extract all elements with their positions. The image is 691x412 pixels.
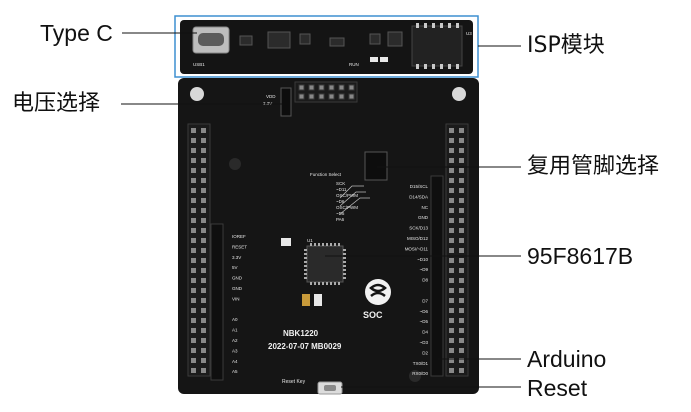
- board-date: 2022-07-07 MB0029: [268, 342, 342, 351]
- right-header-label: GND: [418, 215, 429, 220]
- arduino-right-socket: [430, 175, 444, 377]
- callout-arduino: Arduino: [527, 346, 607, 372]
- function-select-label: Function Select: [310, 172, 342, 177]
- run-label: RUN: [349, 62, 359, 67]
- main-board: [178, 78, 479, 394]
- right-header-label: RX0/D0: [412, 371, 428, 376]
- left-header-label: A4: [232, 359, 238, 364]
- callout-type-c: Type C: [40, 20, 113, 46]
- right-header-label: MOSI/~D11: [405, 246, 429, 251]
- right-header-label: ~D5: [420, 319, 429, 324]
- right-header-label: D7: [422, 298, 428, 303]
- mux-label: OSC/PWM: [336, 205, 358, 210]
- function-select-header: [364, 151, 388, 181]
- right-header-label: ~D10: [417, 257, 428, 262]
- mux-label: OSC/PWM: [336, 193, 358, 198]
- callout-voltage: 电压选择: [12, 91, 101, 116]
- right-header-label: ~D3: [420, 340, 429, 345]
- right-header-label: ~D9: [420, 267, 429, 272]
- right-header-label: MISO/D12: [407, 236, 429, 241]
- u3-label: U3: [466, 31, 472, 36]
- right-header-label: TX0/D1: [413, 361, 429, 366]
- left-header-label: A1: [232, 328, 238, 333]
- left-header-label: VIN: [232, 296, 240, 301]
- mux-label: ~D11: [336, 187, 347, 192]
- left-header-label: A0: [232, 317, 238, 322]
- left-header-label: 5V: [232, 265, 238, 270]
- board-name: NBK1220: [283, 329, 319, 338]
- callout-lines: [121, 32, 521, 388]
- u1-label: U1: [307, 238, 313, 243]
- left-header-label: IOREF: [232, 234, 246, 239]
- left-header-label: RESET: [232, 244, 247, 249]
- right-header-label: D8: [422, 278, 428, 283]
- right-header-label: D4: [422, 330, 428, 335]
- right-header-label: D15/SCL: [410, 184, 429, 189]
- vdd-label: VDD: [266, 94, 276, 99]
- right-header-label: SCK/D13: [409, 226, 428, 231]
- voltage-jumper: [280, 87, 292, 117]
- usb-label: USB1: [193, 62, 205, 67]
- left-header-label: A3: [232, 348, 238, 353]
- arduino-left-socket: [210, 223, 224, 381]
- left-header-label: A5: [232, 369, 238, 374]
- right-header-label: D2: [422, 350, 428, 355]
- isp-chip: [411, 25, 463, 67]
- right-header-label: ~D6: [420, 309, 429, 314]
- mux-label: ~D5: [336, 211, 345, 216]
- left-header-label: A2: [232, 338, 238, 343]
- mux-label: PA6: [336, 217, 345, 222]
- logo-text: SOC: [363, 310, 383, 320]
- left-header-label: GND: [232, 276, 243, 281]
- left-header-label: 3.3V: [232, 255, 241, 260]
- mux-label: SCK: [336, 181, 345, 186]
- callout-mcu: 95F8617B: [527, 243, 634, 269]
- callout-isp: ISP模块: [527, 33, 605, 58]
- right-header-label: D14/SDA: [409, 194, 428, 199]
- callout-reset: Reset: [527, 375, 588, 401]
- callout-pin-mux: 复用管脚选择: [527, 154, 660, 179]
- reset-key-label: Reset Key: [282, 379, 306, 385]
- mux-label: ~D6: [336, 199, 345, 204]
- mcu-chip: [306, 245, 344, 283]
- left-header-label: GND: [232, 286, 243, 291]
- right-header-label: NC: [422, 205, 429, 210]
